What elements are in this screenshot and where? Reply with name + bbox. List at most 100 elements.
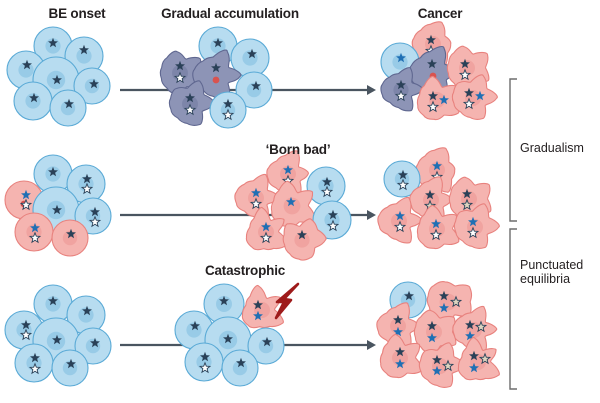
- cell-pink: [241, 284, 284, 329]
- cell-pink: [416, 204, 460, 250]
- mutation-star-navy: [464, 87, 474, 98]
- cell-nucleus: [62, 230, 78, 246]
- cell-blue: [306, 166, 346, 206]
- mutation-star-white: [326, 219, 340, 232]
- mutation-star-navy: [426, 34, 436, 45]
- cluster-r2-cancer: [377, 147, 515, 267]
- mutation-star-white: [429, 228, 443, 241]
- mutation-star-blue: [468, 216, 478, 227]
- mutation-star-blue: [283, 164, 293, 175]
- cell-blue: [66, 295, 106, 335]
- column-title-cancer: Cancer: [417, 6, 463, 21]
- mutation-star-navy: [21, 319, 31, 330]
- mutation-star-blue: [427, 332, 437, 343]
- mutation-star-navy: [200, 351, 210, 362]
- cell-pink: [451, 74, 498, 120]
- mutation-star-navy: [52, 334, 62, 345]
- mutation-star-white: [19, 198, 33, 211]
- mutation-star-beige: [449, 295, 463, 308]
- mutation-star-navy: [213, 37, 223, 48]
- mutation-star-navy: [427, 320, 437, 331]
- mutation-star-blue: [475, 90, 485, 101]
- cell-pink: [282, 218, 327, 261]
- mutation-star-navy: [223, 98, 233, 109]
- cell-purple: [192, 49, 242, 101]
- mutation-star-white: [19, 328, 33, 341]
- cell-blue: [209, 91, 247, 129]
- mutation-star-blue: [286, 196, 296, 207]
- mutation-star-navy: [175, 60, 185, 71]
- cell-nucleus: [394, 171, 410, 187]
- mutation-star-white: [221, 108, 235, 121]
- cell-nucleus: [258, 338, 274, 354]
- cluster-r1-be-onset: [6, 26, 138, 140]
- mutation-star-blue: [465, 330, 475, 341]
- mutation-star-navy: [79, 44, 89, 55]
- cell-nucleus: [196, 354, 212, 370]
- cell-purple: [168, 80, 215, 126]
- cell-blue: [184, 342, 224, 382]
- cell-blue: [235, 71, 273, 109]
- cell-nucleus: [26, 355, 42, 371]
- mutation-star-white: [320, 185, 334, 198]
- mutation-star-blue: [439, 94, 449, 105]
- row-title-born-bad: ‘Born bad’: [265, 142, 331, 157]
- bracket-punctuated-equilibria: [508, 228, 522, 390]
- mutation-star-navy: [82, 173, 92, 184]
- cell-blue: [14, 343, 54, 383]
- cluster-r1-cancer: [380, 21, 515, 140]
- mutation-star-white: [259, 231, 273, 244]
- cell-nucleus: [76, 48, 92, 64]
- cell-pink: [426, 280, 473, 328]
- cell-pink: [245, 206, 288, 251]
- cell-pink: [379, 333, 423, 379]
- mutation-star-blue: [393, 326, 403, 337]
- mutation-star-navy: [64, 98, 74, 109]
- mutation-star-beige: [441, 359, 455, 372]
- mutation-star-navy: [462, 188, 472, 199]
- mutation-star-navy: [89, 78, 99, 89]
- cell-blue: [74, 197, 112, 235]
- bracket-label-gradualism: Gradualism: [520, 141, 584, 155]
- mutation-star-blue: [21, 189, 31, 200]
- cell-blue: [33, 284, 73, 324]
- mutation-star-white: [198, 361, 212, 374]
- cell-blue: [33, 154, 73, 194]
- mutation-star-white: [462, 97, 476, 110]
- cell-nucleus: [280, 166, 296, 182]
- mutation-star-blue: [30, 222, 40, 233]
- cell-nucleus: [26, 224, 42, 240]
- mutation-star-navy: [469, 350, 479, 361]
- lightning-bolt: [272, 282, 306, 320]
- bracket-label-punctuated-equilibria: Punctuated equilibria: [520, 258, 584, 286]
- mutation-star-blue: [395, 358, 405, 369]
- cell-pink: [416, 75, 460, 121]
- mutation-star-navy: [48, 37, 58, 48]
- mutation-star-navy: [428, 90, 438, 101]
- mutation-star-navy: [465, 319, 475, 330]
- cell-pink: [14, 212, 54, 252]
- mutation-star-white: [28, 231, 42, 244]
- cell-nucleus: [18, 62, 34, 78]
- mutation-star-navy: [236, 357, 246, 368]
- cell-nucleus: [60, 100, 76, 116]
- cell-nucleus: [294, 232, 310, 248]
- cell-blue: [73, 67, 111, 105]
- cell-nucleus: [390, 318, 406, 334]
- mutation-star-white: [466, 226, 480, 239]
- mutation-star-navy: [223, 333, 233, 344]
- mutation-star-navy: [427, 58, 437, 69]
- mutation-star-navy: [393, 314, 403, 325]
- mutation-star-navy: [297, 229, 307, 240]
- cluster-r3-catastrophic: [174, 283, 308, 400]
- mutation-star-white: [426, 100, 440, 113]
- mutation-star-white: [28, 362, 42, 375]
- mutation-star-navy: [396, 79, 406, 90]
- mutation-star-blue: [251, 187, 261, 198]
- cell-pink: [457, 336, 500, 381]
- cell-purple: [380, 67, 424, 112]
- cluster-r1-gradual: [159, 26, 290, 140]
- mutation-star-navy: [190, 320, 200, 331]
- cell-blue: [13, 81, 53, 121]
- mutation-star-blue: [431, 218, 441, 229]
